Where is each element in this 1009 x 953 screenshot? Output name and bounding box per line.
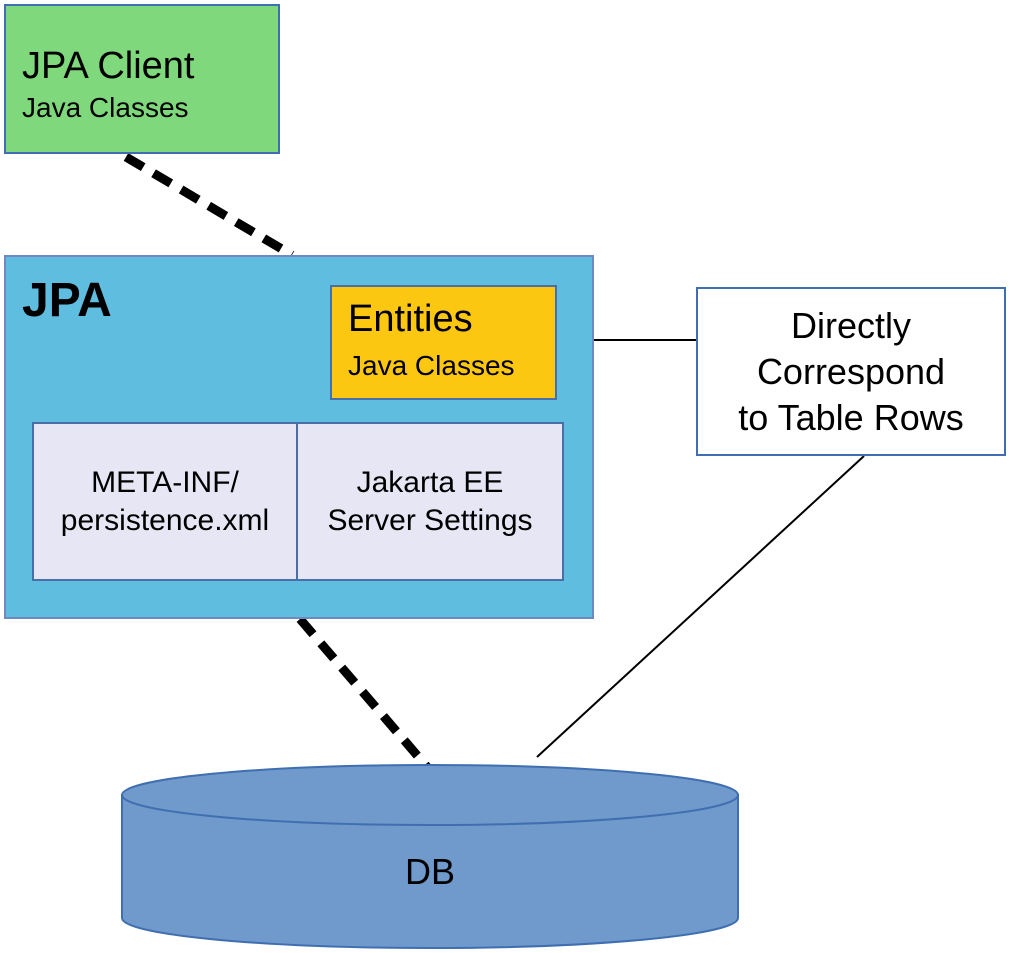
jpa-client-box: JPA Client Java Classes — [4, 4, 280, 154]
jpa-client-subtitle: Java Classes — [22, 92, 189, 123]
jpa-to-db-dashed-connector — [296, 616, 432, 771]
db-label: DB — [404, 851, 455, 892]
meta-inf-label: META-INF/ persistence.xml — [60, 465, 270, 537]
client-to-jpa-dashed-connector — [123, 153, 295, 259]
jpa-title: JPA — [22, 274, 112, 327]
server-settings-cell: Jakarta EE Server Settings — [296, 422, 564, 581]
entities-subtitle: Java Classes — [348, 350, 515, 381]
meta-inf-persistence-cell: META-INF/ persistence.xml — [32, 422, 298, 581]
server-settings-label: Jakarta EE Server Settings — [327, 465, 533, 537]
jpa-client-title: JPA Client — [22, 45, 195, 87]
entities-box: Entities Java Classes — [330, 285, 557, 400]
db-cylinder-top — [121, 764, 739, 826]
entities-title: Entities — [348, 298, 473, 340]
db-cylinder — [121, 764, 739, 949]
table-rows-note-text: Directly Correspond to Table Rows — [738, 304, 964, 438]
table-rows-note-box: Directly Correspond to Table Rows — [696, 287, 1006, 456]
note-to-db-connector — [536, 455, 865, 758]
db-cylinder-body — [121, 794, 739, 949]
